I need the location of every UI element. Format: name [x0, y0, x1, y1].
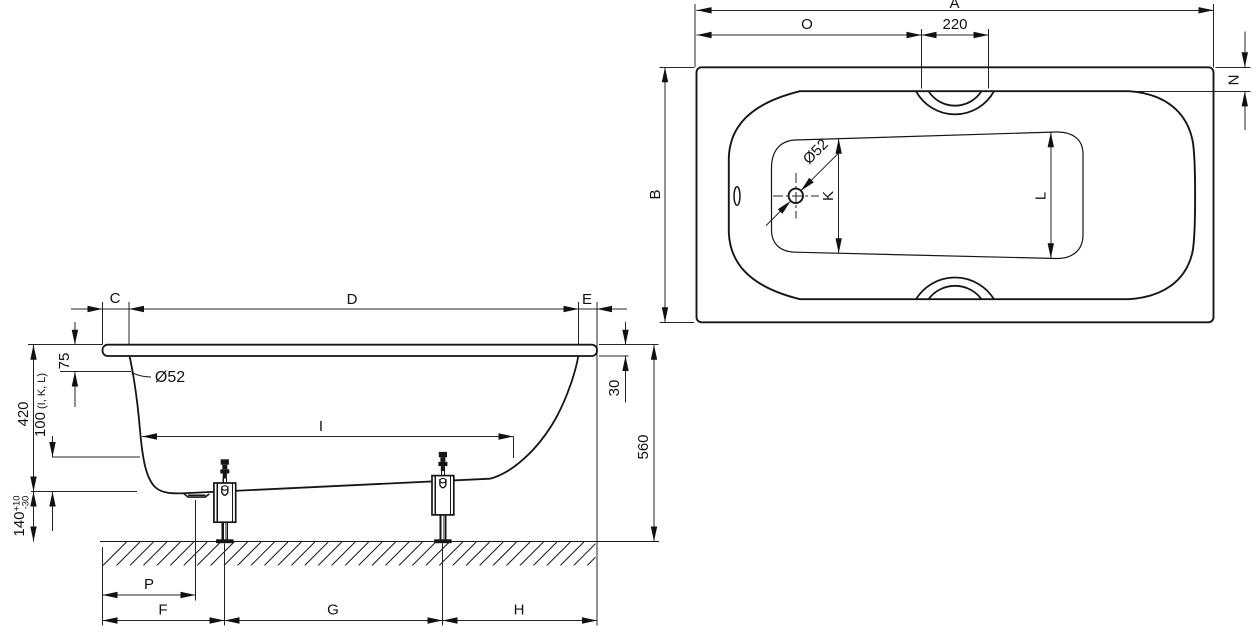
svg-text:A: A — [949, 0, 959, 12]
svg-text:L: L — [1033, 192, 1050, 200]
svg-text:100 (I, K, L): 100 (I, K, L) — [32, 373, 49, 437]
svg-text:P: P — [144, 576, 154, 593]
svg-text:D: D — [347, 291, 358, 308]
svg-text:Ø52: Ø52 — [155, 369, 185, 386]
svg-text:B: B — [647, 189, 664, 199]
svg-text:30: 30 — [606, 380, 623, 397]
svg-text:560: 560 — [635, 434, 652, 459]
svg-text:420: 420 — [15, 401, 32, 426]
svg-text:F: F — [158, 602, 167, 619]
svg-text:K: K — [820, 191, 837, 201]
svg-text:G: G — [327, 602, 339, 619]
svg-text:I: I — [319, 418, 323, 435]
svg-text:E: E — [582, 291, 592, 308]
svg-text:75: 75 — [56, 353, 73, 370]
svg-text:220: 220 — [942, 16, 967, 33]
svg-text:C: C — [110, 290, 121, 307]
svg-text:140+10-30: 140+10-30 — [11, 495, 32, 536]
svg-text:O: O — [801, 16, 813, 33]
svg-text:N: N — [1226, 75, 1243, 86]
svg-text:H: H — [514, 602, 525, 619]
